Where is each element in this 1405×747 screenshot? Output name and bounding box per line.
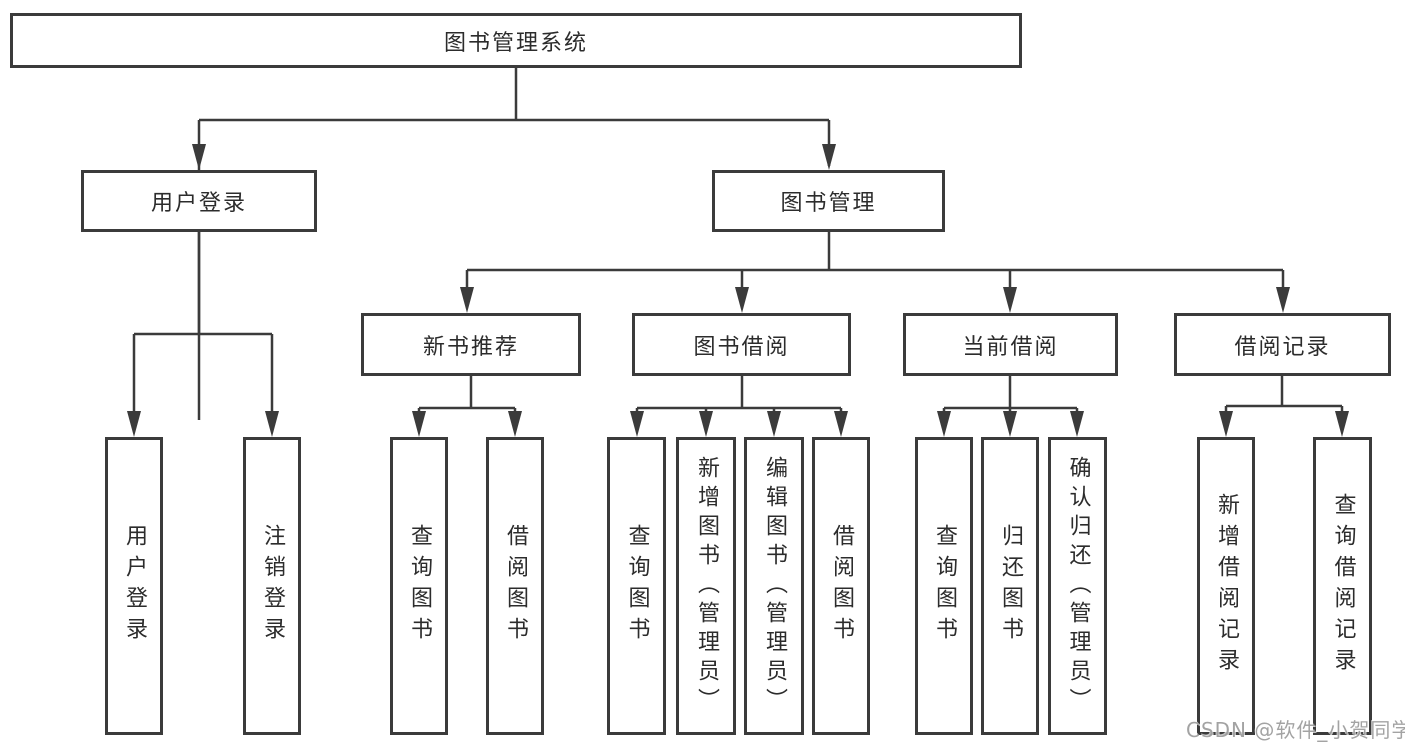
leaf-label: 用户登录 bbox=[122, 524, 147, 648]
leaf-confirm-return-admin: 确认归还（管理员） bbox=[1048, 437, 1107, 735]
node-current-borrowing: 当前借阅 bbox=[903, 313, 1118, 376]
leaf-label: 查询图书 bbox=[624, 524, 650, 648]
node-label: 图书管理系统 bbox=[443, 30, 588, 56]
node-label: 当前借阅 bbox=[962, 334, 1059, 360]
node-user-login: 用户登录 bbox=[81, 170, 317, 232]
csdn-watermark: CSDN @软件_小贺同学 bbox=[1186, 718, 1405, 742]
leaf-label: 注销登录 bbox=[260, 524, 285, 648]
leaf-add-books-admin: 新增图书（管理员） bbox=[676, 437, 736, 735]
leaf-label: 借阅图书 bbox=[503, 524, 528, 648]
node-label: 用户登录 bbox=[150, 191, 247, 216]
node-label: 新书推荐 bbox=[422, 334, 519, 360]
connector-currentborrow-to-leaves bbox=[937, 376, 1084, 437]
leaf-query-books: 查询图书 bbox=[915, 437, 973, 735]
node-borrowing-records: 借阅记录 bbox=[1174, 313, 1391, 376]
leaf-query-books: 查询图书 bbox=[607, 437, 666, 735]
connector-bookborrow-to-leaves bbox=[630, 376, 848, 437]
connector-newbook-to-leaves bbox=[412, 376, 522, 437]
connector-root-to-level2 bbox=[192, 68, 836, 420]
leaf-label: 新增借阅记录 bbox=[1214, 493, 1239, 679]
leaf-label: 借阅图书 bbox=[829, 524, 854, 648]
leaf-label: 归还图书 bbox=[998, 524, 1023, 648]
node-label: 图书借阅 bbox=[693, 334, 790, 360]
node-book-management: 图书管理 bbox=[712, 170, 945, 232]
node-label: 图书管理 bbox=[780, 191, 877, 216]
leaf-user-login: 用户登录 bbox=[105, 437, 163, 735]
connector-userlogin-to-leaves bbox=[127, 232, 279, 437]
node-new-book-recommendation: 新书推荐 bbox=[361, 313, 581, 376]
leaf-label: 查询图书 bbox=[407, 524, 432, 648]
node-library-management-system: 图书管理系统 bbox=[10, 13, 1022, 68]
leaf-label: 查询图书 bbox=[932, 524, 957, 648]
leaf-query-borrow-record: 查询借阅记录 bbox=[1313, 437, 1372, 735]
connector-bookmgmt-to-level3 bbox=[460, 232, 1290, 313]
connector-borrowrecords-to-leaves bbox=[1219, 376, 1349, 437]
leaf-borrow-books: 借阅图书 bbox=[486, 437, 544, 735]
leaf-label: 编辑图书（管理员） bbox=[762, 455, 787, 717]
leaf-label: 查询借阅记录 bbox=[1330, 493, 1356, 679]
leaf-add-borrow-record: 新增借阅记录 bbox=[1197, 437, 1255, 735]
leaf-borrow-books: 借阅图书 bbox=[812, 437, 870, 735]
leaf-label: 确认归还（管理员） bbox=[1065, 455, 1091, 717]
leaf-query-books: 查询图书 bbox=[390, 437, 448, 735]
leaf-label: 新增图书（管理员） bbox=[694, 455, 719, 717]
leaf-return-books: 归还图书 bbox=[981, 437, 1039, 735]
node-book-borrowing: 图书借阅 bbox=[632, 313, 851, 376]
leaf-edit-books-admin: 编辑图书（管理员） bbox=[744, 437, 804, 735]
node-label: 借阅记录 bbox=[1234, 334, 1331, 360]
leaf-logout: 注销登录 bbox=[243, 437, 301, 735]
